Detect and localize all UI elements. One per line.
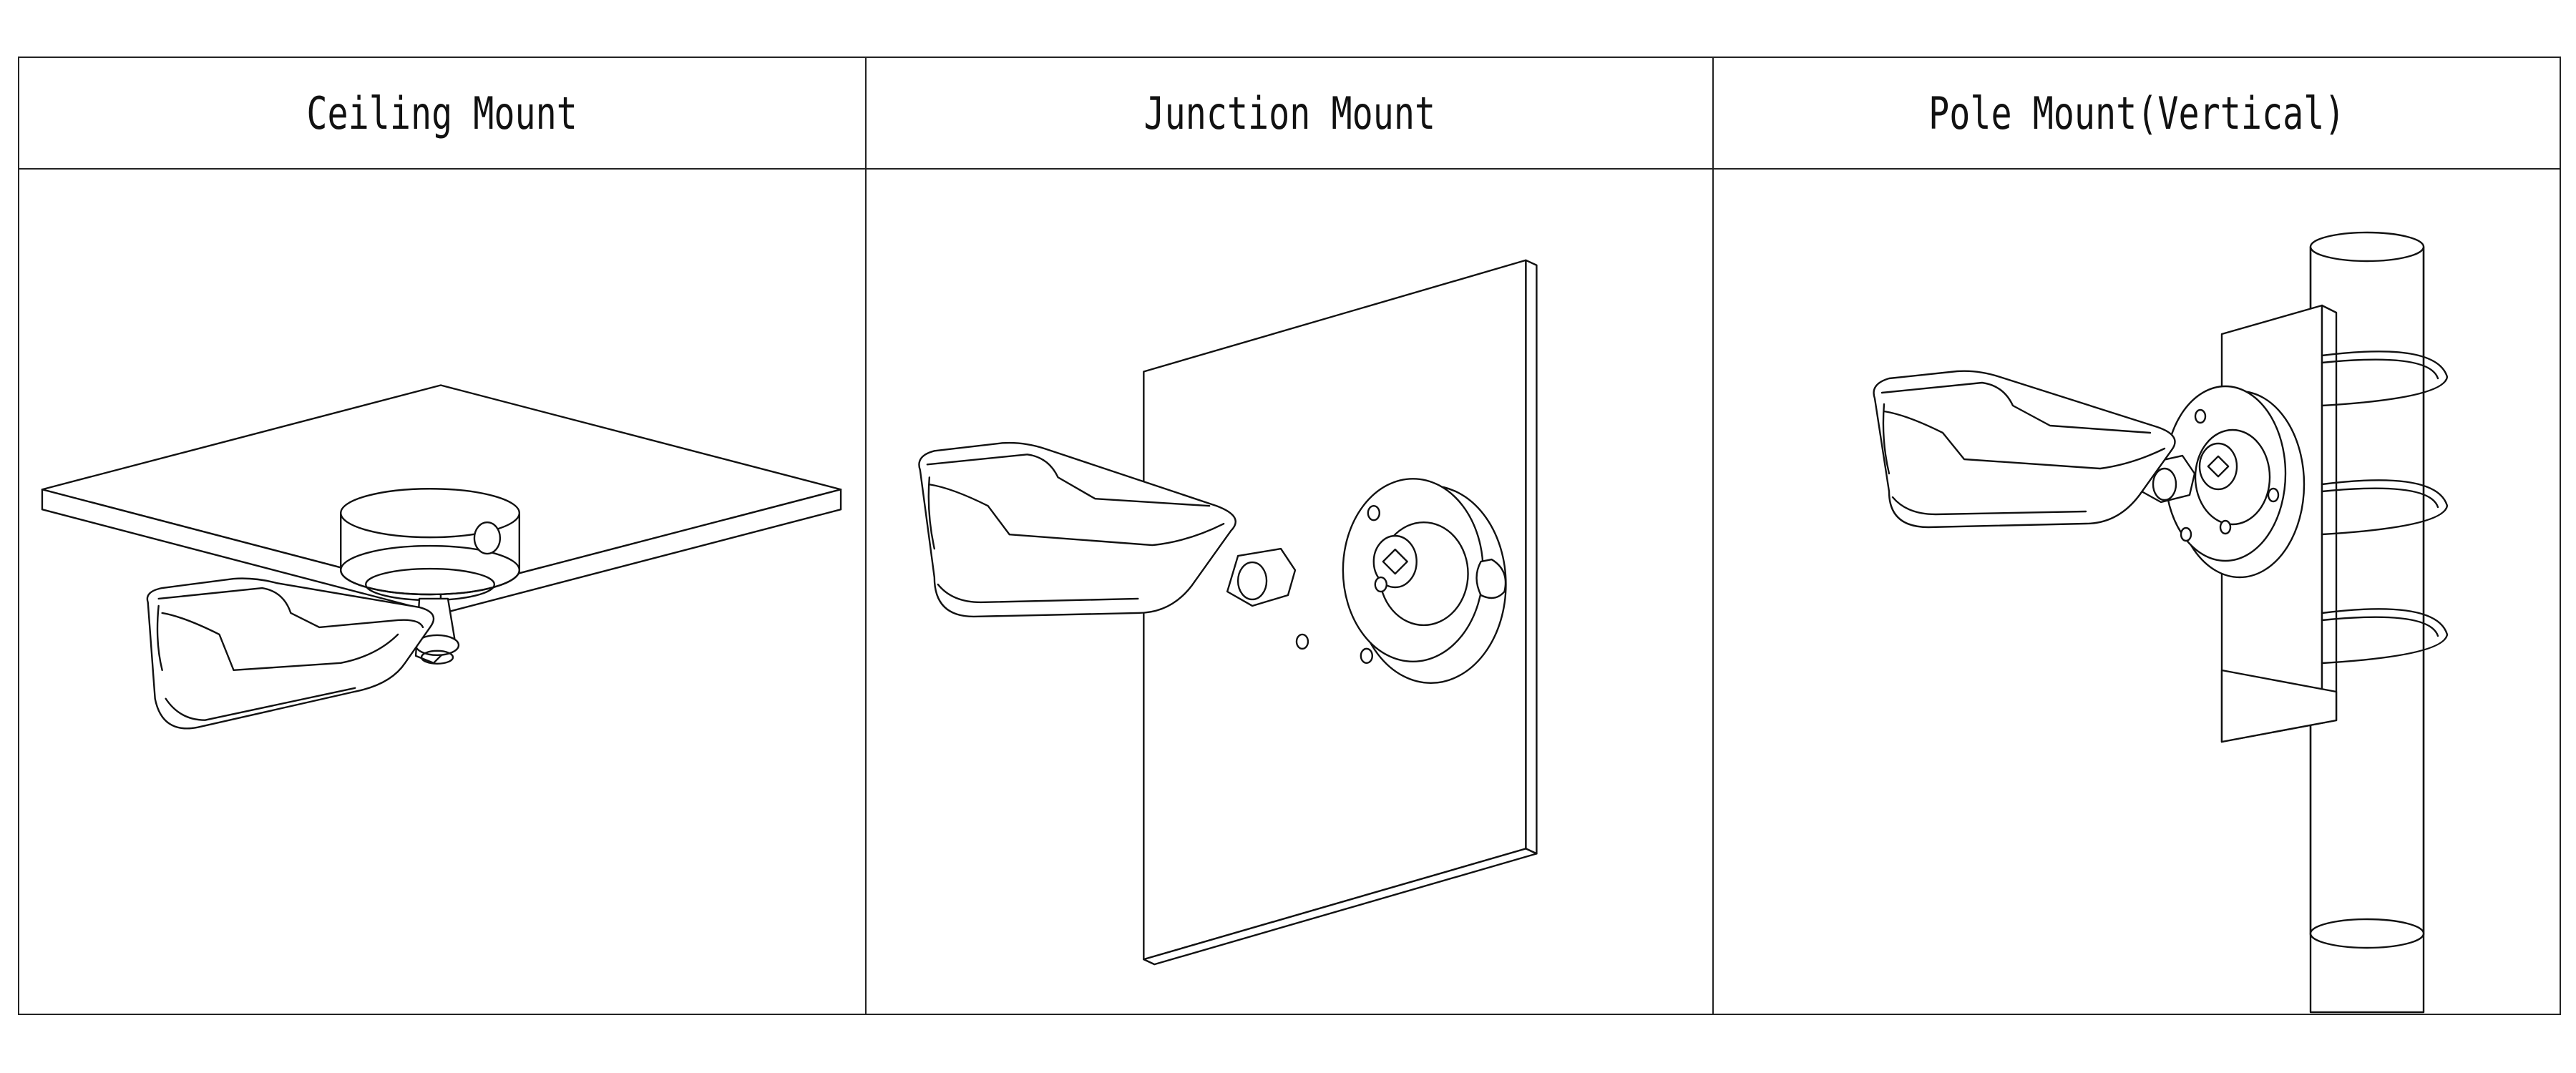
mount-table: Ceiling Mount Junction Mount Pole Mount(… — [18, 57, 2561, 1015]
junction-box — [340, 488, 521, 602]
header-cell-ceiling: Ceiling Mount — [19, 58, 867, 170]
header-cell-pole: Pole Mount(Vertical) — [1714, 58, 2560, 170]
junction-box — [1295, 478, 1507, 684]
pole-straps — [2321, 351, 2449, 665]
camera-arm — [1226, 547, 1297, 607]
camera-body — [1873, 370, 2176, 529]
wall-panel — [1143, 259, 1538, 966]
camera-body — [146, 577, 435, 730]
ceiling-mount-illustration — [19, 170, 867, 1014]
header-ceiling-mount: Ceiling Mount — [306, 87, 578, 139]
header-pole-mount: Pole Mount(Vertical) — [1928, 87, 2346, 139]
pole-mount-illustration — [1714, 170, 2560, 1014]
header-junction-mount: Junction Mount — [1143, 87, 1435, 139]
camera-body — [918, 441, 1236, 618]
pole-mount-drawing — [1873, 231, 2449, 1014]
header-cell-junction: Junction Mount — [867, 58, 1714, 170]
ceiling-mount-drawing — [41, 384, 842, 730]
junction-box — [2164, 385, 2306, 579]
junction-mount-drawing — [918, 259, 1538, 966]
junction-mount-illustration — [867, 170, 1714, 1014]
